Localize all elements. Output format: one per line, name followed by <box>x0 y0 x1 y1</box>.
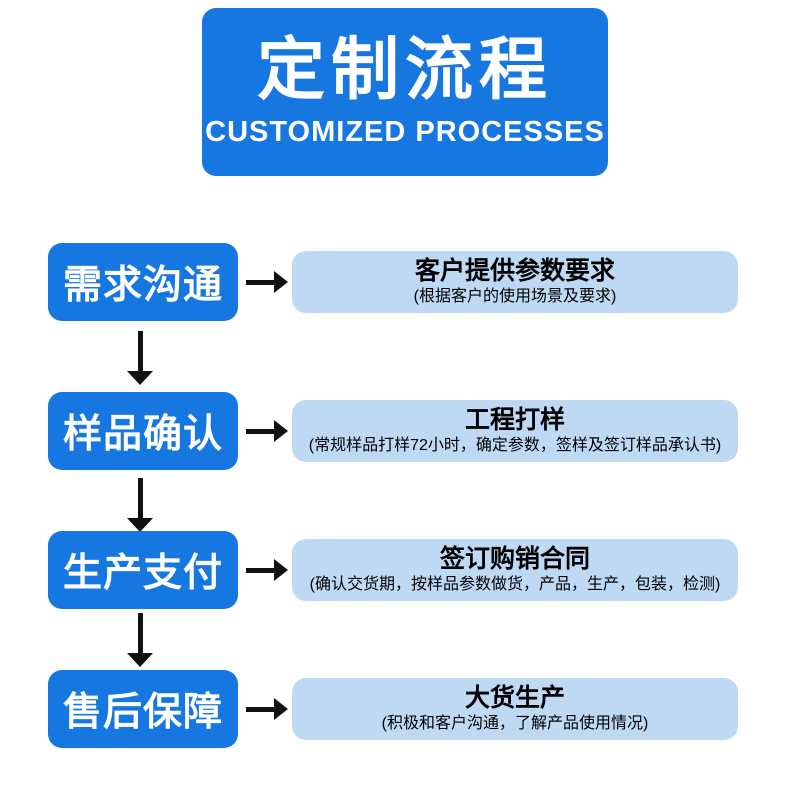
down-arrow-icon <box>127 478 153 532</box>
right-arrow-icon <box>246 698 288 720</box>
detail-box-production: 签订购销合同 (确认交货期，按样品参数做货，产品，生产，包装，检测) <box>292 539 738 601</box>
step-box-sample: 样品确认 <box>48 392 238 470</box>
arrow-stem <box>246 706 274 712</box>
arrow-stem <box>137 331 143 371</box>
detail-title: 大货生产 <box>464 684 565 712</box>
detail-title: 客户提供参数要求 <box>414 257 615 285</box>
arrow-stem <box>137 478 143 518</box>
detail-box-aftersale: 大货生产 (积极和客户沟通，了解产品使用情况) <box>292 678 738 740</box>
arrow-head <box>127 653 153 667</box>
arrow-stem <box>246 279 274 285</box>
arrow-head <box>274 420 288 442</box>
arrow-head <box>127 371 153 385</box>
detail-note: (确认交货期，按样品参数做货，产品，生产，包装，检测) <box>309 576 721 593</box>
step-label: 生产支付 <box>62 552 223 595</box>
arrow-stem <box>137 613 143 653</box>
down-arrow-icon <box>127 331 153 385</box>
step-box-demand: 需求沟通 <box>48 243 238 321</box>
detail-title: 工程打样 <box>464 406 565 434</box>
step-label: 售后保障 <box>62 691 223 734</box>
arrow-head <box>274 698 288 720</box>
right-arrow-icon <box>246 559 288 581</box>
detail-note: (根据客户的使用场景及要求) <box>413 288 617 305</box>
detail-note: (积极和客户沟通，了解产品使用情况) <box>381 715 649 732</box>
detail-note: (常规样品打样72小时，确定参数，签样及签订样品承认书) <box>308 437 722 454</box>
detail-title: 签订购销合同 <box>439 545 590 573</box>
arrow-head <box>274 271 288 293</box>
arrow-head <box>127 518 153 532</box>
page-title: 定制流程 <box>256 31 553 108</box>
step-label: 需求沟通 <box>62 264 223 307</box>
step-label: 样品确认 <box>62 413 223 456</box>
page-subtitle: CUSTOMIZED PROCESSES <box>205 116 605 149</box>
arrow-stem <box>246 428 274 434</box>
down-arrow-icon <box>127 613 153 667</box>
detail-box-sample: 工程打样 (常规样品打样72小时，确定参数，签样及签订样品承认书) <box>292 400 738 462</box>
step-box-aftersale: 售后保障 <box>48 670 238 748</box>
step-box-production: 生产支付 <box>48 531 238 609</box>
right-arrow-icon <box>246 420 288 442</box>
arrow-head <box>274 559 288 581</box>
right-arrow-icon <box>246 271 288 293</box>
detail-box-demand: 客户提供参数要求 (根据客户的使用场景及要求) <box>292 251 738 313</box>
arrow-stem <box>246 567 274 573</box>
header-banner: 定制流程 CUSTOMIZED PROCESSES <box>202 8 608 176</box>
